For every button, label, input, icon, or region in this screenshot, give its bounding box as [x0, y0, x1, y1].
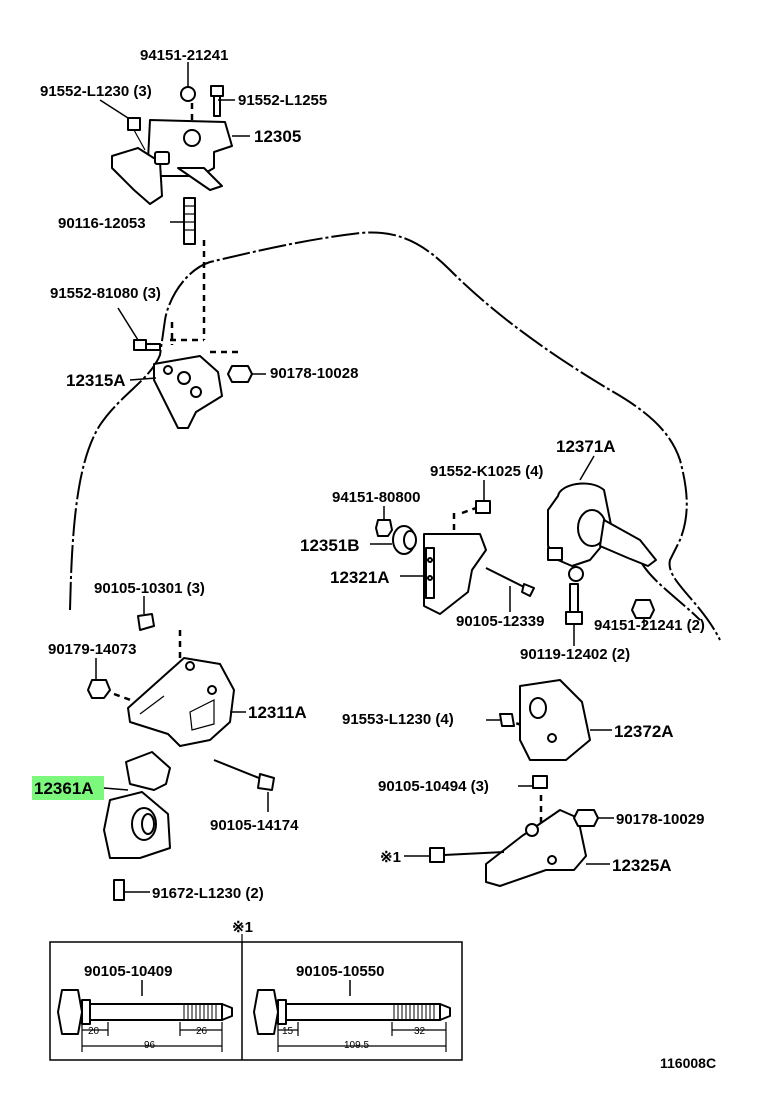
label-12311A[interactable]: 12311A [248, 703, 307, 722]
diagram-code: 116008C [660, 1055, 716, 1071]
label-91552-K1025-4[interactable]: 91552-K1025 (4) [430, 463, 543, 480]
bolt-90105-10550-detail: 90105-10550 15 32 109.5 [253, 963, 451, 1052]
label-90178-10029[interactable]: 90178-10029 [616, 811, 704, 828]
part-12305 [111, 86, 233, 205]
label-90105-12339[interactable]: 90105-12339 [456, 613, 544, 630]
part-12371A [547, 482, 657, 582]
part-12315A [153, 355, 223, 429]
bolt-91552-L1255 [210, 85, 224, 117]
label-91672-L1230-2[interactable]: 91672-L1230 (2) [152, 885, 264, 902]
bolt-91552-L1230 [127, 117, 146, 151]
label-94151-21241[interactable]: 94151-21241 [140, 47, 228, 64]
nut-90178-10028 [227, 365, 253, 383]
stud-90119-12402 [565, 583, 583, 625]
part-12361A [103, 751, 171, 859]
label-91552-81080-3[interactable]: 91552-81080 (3) [50, 285, 161, 302]
label-90105-10301-3[interactable]: 90105-10301 (3) [94, 580, 205, 597]
label-90179-14073[interactable]: 90179-14073 [48, 641, 136, 658]
label-94151-21241-2[interactable]: 94151-21241 (2) [594, 617, 705, 634]
assembly-line [461, 506, 477, 515]
label-90105-10494-3[interactable]: 90105-10494 (3) [378, 778, 489, 795]
detail-right-dim-total: 109.5 [344, 1040, 369, 1051]
detail-marker: ※1 [232, 919, 253, 936]
bolt-91552-K1025 [475, 500, 491, 514]
label-ref1[interactable]: ※1 [380, 849, 401, 866]
part-12351B [392, 525, 417, 555]
bolt-ref1 [429, 847, 505, 863]
bolt-90105-10409-detail: 90105-10409 20 26 96 [57, 963, 233, 1052]
detail-left-dim-total: 96 [144, 1040, 156, 1051]
highlight-12361A [32, 776, 104, 800]
bolt-91672-L1230 [113, 879, 125, 901]
detail-left-part: 90105-10409 [84, 963, 172, 980]
stud-90116-12053 [183, 197, 196, 245]
leader-lines [95, 62, 645, 893]
detail-left-dim-b: 26 [196, 1026, 208, 1037]
bolt-91552-81080 [133, 339, 161, 351]
detail-right-dim-a: 15 [282, 1026, 294, 1037]
assembly-line [113, 692, 137, 704]
label-12371A[interactable]: 12371A [556, 437, 616, 456]
bolt-91553-L1230 [499, 713, 515, 727]
nut-90179-14073 [87, 679, 111, 699]
bolt-90105-14174 [213, 759, 275, 791]
label-90116-12053[interactable]: 90116-12053 [58, 215, 146, 232]
detail-box: ※1 90105-10409 20 [49, 919, 463, 1061]
label-12305[interactable]: 12305 [254, 127, 301, 146]
label-91553-L1230-4[interactable]: 91553-L1230 (4) [342, 711, 454, 728]
part-12325A [485, 809, 587, 887]
label-12372A[interactable]: 12372A [614, 722, 674, 741]
label-91552-L1255[interactable]: 91552-L1255 [238, 92, 327, 109]
bolt-90105-10494 [532, 775, 548, 789]
detail-right-dim-b: 32 [414, 1026, 426, 1037]
bolt-90105-12339 [485, 567, 535, 597]
engine-outline-lower [639, 559, 701, 621]
label-12321A[interactable]: 12321A [330, 568, 390, 587]
label-12325A[interactable]: 12325A [612, 856, 672, 875]
label-12315A[interactable]: 12315A [66, 371, 126, 390]
label-90105-14174[interactable]: 90105-14174 [210, 817, 299, 834]
bolt-90105-10301 [137, 613, 155, 631]
part-12321A [423, 533, 487, 615]
detail-right-part: 90105-10550 [296, 963, 384, 980]
part-12372A [519, 679, 591, 761]
part-12311A [127, 657, 235, 747]
label-12351B[interactable]: 12351B [300, 536, 360, 555]
label-91552-L1230-3[interactable]: 91552-L1230 (3) [40, 83, 152, 100]
detail-left-dim-a: 20 [88, 1026, 100, 1037]
label-90178-10028[interactable]: 90178-10028 [270, 365, 358, 382]
nut-94151-21241-2 [631, 599, 655, 619]
nut-90178-10029 [573, 809, 599, 827]
label-94151-80800[interactable]: 94151-80800 [332, 489, 420, 506]
label-12361A[interactable]: 12361A [34, 779, 94, 798]
label-90119-12402-2[interactable]: 90119-12402 (2) [520, 646, 630, 663]
engine-outline [69, 231, 721, 641]
nut-94151-80800 [375, 519, 393, 537]
